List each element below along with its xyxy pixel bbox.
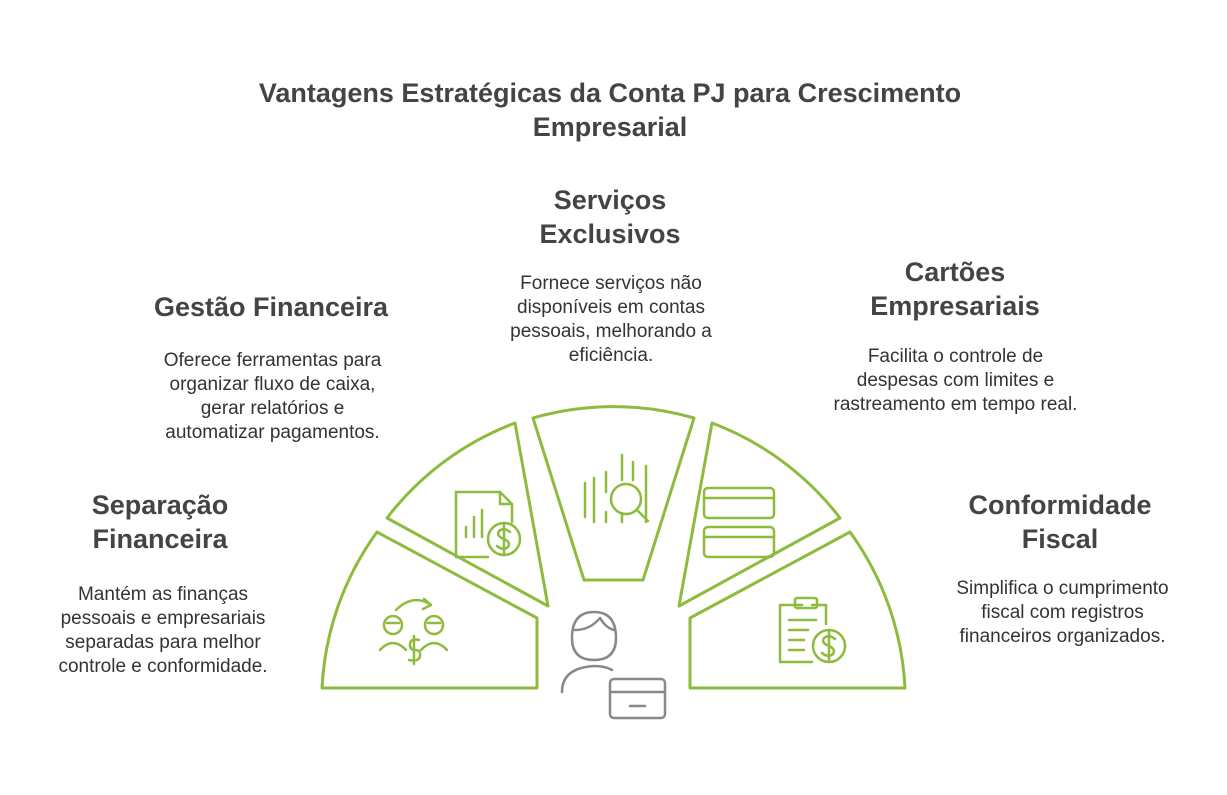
segment-separacao [320, 530, 539, 690]
money-exchange-icon [378, 597, 449, 666]
segment-conformidade [688, 530, 907, 690]
desc-servicos: Fornece serviços não disponíveis em cont… [510, 273, 712, 366]
person-card-icon [560, 610, 667, 720]
desc-gestao: Oferece ferramentas para organizar fluxo… [163, 350, 382, 443]
heading-servicos: Serviços Exclusivos [539, 185, 681, 249]
desc-cartoes: Facilita o controle de despesas com limi… [833, 346, 1078, 415]
heading-conformidade: Conformidade Fiscal [968, 490, 1152, 554]
clipboard-money-icon [778, 596, 847, 664]
desc-conformidade: Simplifica o cumprimento fiscal com regi… [956, 578, 1169, 647]
heading-cartoes: Cartões Empresariais [870, 257, 1040, 321]
segment-cartoes [677, 421, 842, 608]
chart-search-icon [583, 453, 650, 524]
page-title: Vantagens Estratégicas da Conta PJ para … [258, 78, 962, 142]
heading-gestao: Gestão Financeira [153, 292, 389, 322]
segment-servicos [531, 405, 696, 582]
financial-report-icon [454, 490, 522, 559]
heading-separacao: Separação Financeira [91, 490, 229, 554]
segment-gestao [385, 421, 550, 608]
desc-separacao: Mantém as finanças pessoais e empresaria… [58, 584, 268, 677]
credit-cards-icon [702, 486, 776, 559]
